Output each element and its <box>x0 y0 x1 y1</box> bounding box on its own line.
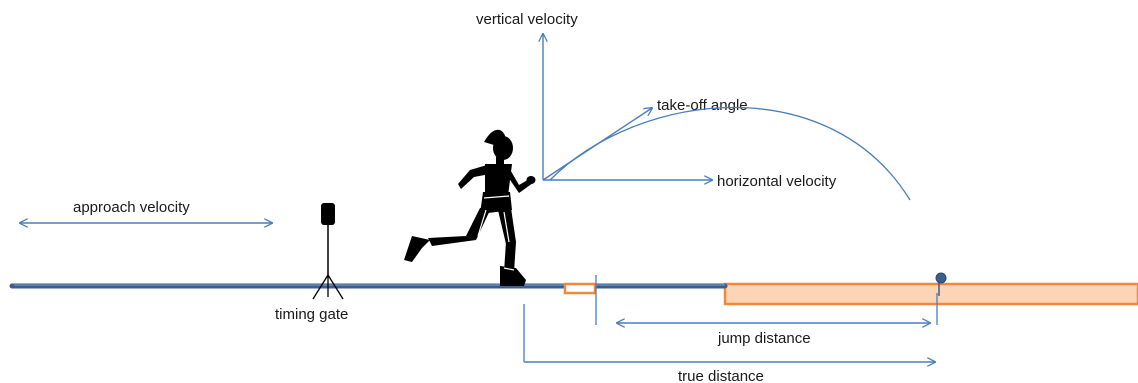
landing-mark-icon <box>935 272 947 296</box>
runner-silhouette-icon <box>404 129 536 286</box>
timing-gate-icon <box>312 203 344 300</box>
true-distance-label: true distance <box>678 368 764 383</box>
timing-gate-label: timing gate <box>275 306 348 323</box>
vertical-velocity-label: vertical velocity <box>476 11 578 28</box>
approach-velocity-label: approach velocity <box>73 199 190 216</box>
runner-outline-details <box>477 195 515 271</box>
take-off-angle-label: take-off angle <box>657 97 748 114</box>
sand-pit <box>723 282 1138 306</box>
flight-trajectory <box>549 106 911 201</box>
horizontal-velocity-label: horizontal velocity <box>717 173 837 190</box>
jump-distance-label: jump distance <box>717 330 811 347</box>
take-off-board <box>563 282 597 295</box>
